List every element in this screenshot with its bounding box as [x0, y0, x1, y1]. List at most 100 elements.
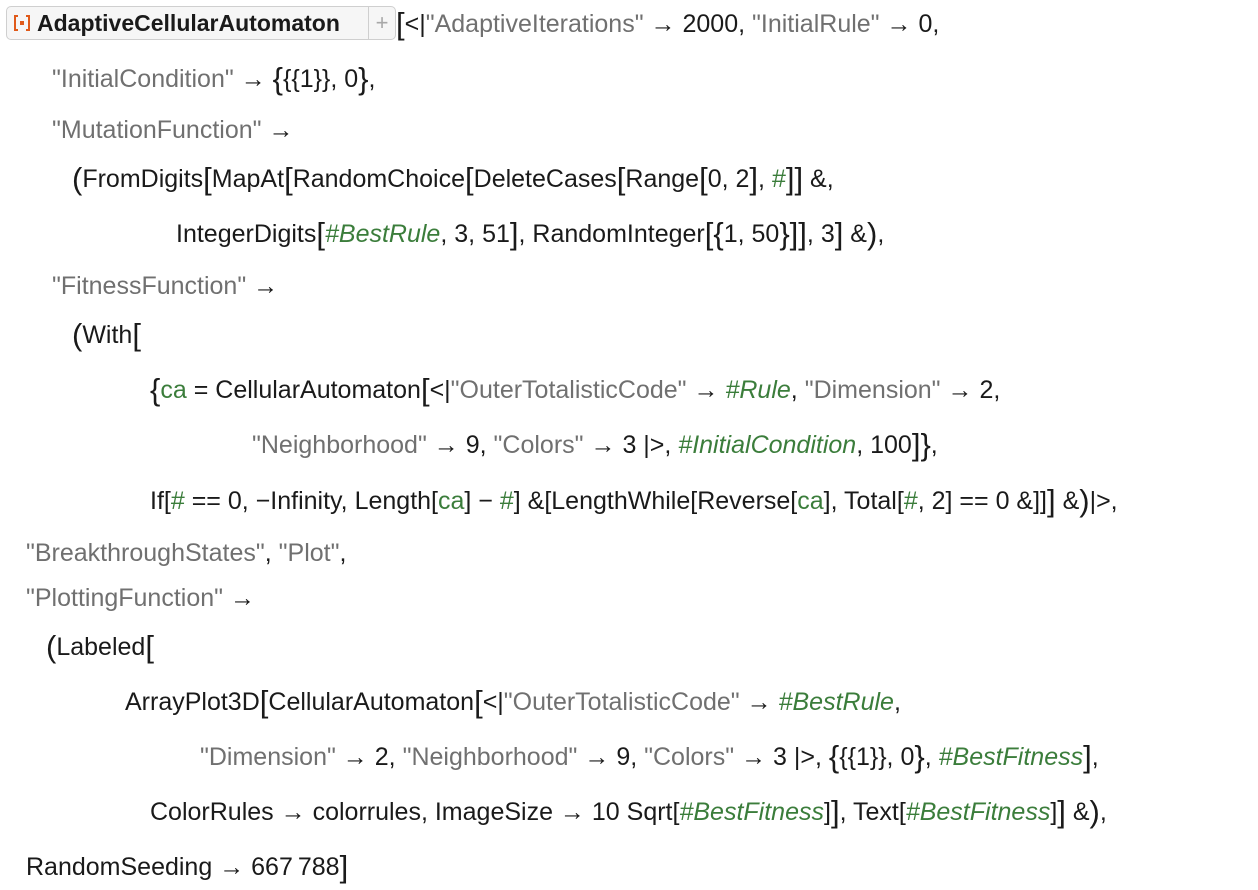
- code-line: "FitnessFunction" →: [52, 272, 279, 300]
- code-token: Length: [354, 487, 432, 515]
- code-token: MapAt: [211, 165, 285, 193]
- code-token: ca: [438, 487, 465, 515]
- code-token: Sqrt: [626, 798, 673, 826]
- code-token: #: [771, 165, 786, 193]
- code-token: "Plot": [278, 539, 340, 567]
- code-token: 2: [979, 376, 994, 404]
- code-line: (Labeled[: [46, 629, 154, 664]
- code-line: [<|"AdaptiveIterations" → 2000, "Initial…: [396, 6, 940, 41]
- code-line: "PlottingFunction" →: [26, 584, 255, 612]
- code-token: 2: [735, 165, 750, 193]
- code-token: −Infinity: [255, 487, 341, 515]
- code-token: "MutationFunction": [52, 116, 262, 144]
- code-token: RandomSeeding: [26, 853, 213, 881]
- resource-function-icon: [13, 14, 31, 32]
- code-token: "BreakthroughStates": [26, 539, 265, 567]
- code-token: CellularAutomaton: [268, 688, 475, 716]
- code-token: #Rule: [725, 376, 791, 404]
- code-token: IntegerDigits: [176, 220, 317, 248]
- code-line: If[# == 0, −Infinity, Length[ca] − #] &[…: [150, 483, 1118, 518]
- code-token: "Colors": [493, 431, 584, 459]
- code-token: ca: [797, 487, 824, 515]
- code-token: FromDigits: [82, 165, 204, 193]
- code-token: "Neighborhood": [402, 743, 578, 771]
- code-token: 2: [931, 487, 946, 515]
- code-line: RandomSeeding → 667 788]: [26, 849, 349, 884]
- code-token: 51: [482, 220, 510, 248]
- code-line: "BreakthroughStates", "Plot",: [26, 539, 347, 567]
- code-token: 100: [870, 431, 912, 459]
- code-token: #BestFitness: [905, 798, 1051, 826]
- code-line: {ca = CellularAutomaton[<|"OuterTotalist…: [150, 372, 1001, 407]
- code-token: RandomChoice: [292, 165, 466, 193]
- code-token: 2000: [682, 10, 739, 38]
- code-token: RandomInteger: [532, 220, 705, 248]
- code-token: "InitialCondition": [52, 65, 234, 93]
- code-token: ca: [160, 376, 187, 404]
- code-token: 10: [591, 798, 620, 826]
- code-token: "FitnessFunction": [52, 272, 247, 300]
- resource-function-chip[interactable]: AdaptiveCellularAutomaton +: [6, 6, 396, 40]
- code-token: 0: [918, 10, 933, 38]
- code-token: 0: [995, 487, 1010, 515]
- code-token: #BestRule: [324, 220, 441, 248]
- code-token: 0: [900, 743, 915, 771]
- code-token: "OuterTotalisticCode": [450, 376, 687, 404]
- code-line: IntegerDigits[#BestRule, 3, 51], RandomI…: [176, 216, 885, 251]
- code-line: ColorRules → colorrules, ImageSize → 10 …: [150, 794, 1107, 829]
- resource-function-name: AdaptiveCellularAutomaton: [37, 9, 340, 36]
- code-token: Range: [625, 165, 700, 193]
- code-token: ImageSize: [434, 798, 553, 826]
- code-line: "InitialCondition" → {{{1}}, 0},: [52, 61, 376, 96]
- code-token: 50: [751, 220, 780, 248]
- code-token: 3: [820, 220, 835, 248]
- code-token: LengthWhile: [551, 487, 691, 515]
- code-token: Labeled: [56, 633, 146, 661]
- code-token: #BestFitness: [938, 743, 1084, 771]
- code-token: With: [82, 321, 133, 349]
- code-token: "OuterTotalisticCode": [503, 688, 740, 716]
- code-token: 9: [616, 743, 631, 771]
- code-line: "Dimension" → 2, "Neighborhood" → 9, "Co…: [200, 739, 1099, 774]
- code-token: 1: [723, 220, 738, 248]
- code-token: 0: [227, 487, 242, 515]
- code-line: (FromDigits[MapAt[RandomChoice[DeleteCas…: [72, 161, 834, 196]
- code-token: CellularAutomaton: [215, 376, 421, 404]
- code-token: 0: [344, 65, 359, 93]
- code-token: 2: [374, 743, 389, 771]
- code-token: "AdaptiveIterations": [425, 10, 644, 38]
- code-token: Total: [844, 487, 897, 515]
- code-token: ColorRules: [150, 798, 274, 826]
- code-token: If: [150, 487, 164, 515]
- code-token: 0: [707, 165, 722, 193]
- code-token: #BestFitness: [679, 798, 824, 826]
- code-line: (With[: [72, 317, 141, 352]
- expand-plus-icon[interactable]: +: [368, 7, 395, 39]
- code-line: "MutationFunction" →: [52, 116, 294, 144]
- code-token: #: [499, 487, 514, 515]
- code-token: "InitialRule": [752, 10, 880, 38]
- code-token: 667 788: [251, 853, 340, 881]
- code-token: Reverse: [697, 487, 791, 515]
- code-token: "Colors": [644, 743, 735, 771]
- code-token: 3: [622, 431, 637, 459]
- code-token: ArrayPlot3D: [125, 688, 260, 716]
- code-token: "Dimension": [804, 376, 941, 404]
- code-token: colorrules: [312, 798, 421, 826]
- code-line: "Neighborhood" → 9, "Colors" → 3 |>, #In…: [252, 427, 938, 462]
- code-token: "Neighborhood": [252, 431, 427, 459]
- code-token: 3: [773, 743, 787, 771]
- code-token: DeleteCases: [473, 165, 617, 193]
- code-token: 1: [299, 65, 314, 93]
- code-line: ArrayPlot3D[CellularAutomaton[<|"OuterTo…: [125, 684, 901, 719]
- code-token: #InitialCondition: [678, 431, 857, 459]
- code-token: Text: [853, 798, 899, 826]
- code-token: #BestRule: [778, 688, 894, 716]
- code-token: #: [170, 487, 185, 515]
- code-token: 9: [465, 431, 480, 459]
- code-token: 3: [454, 220, 469, 248]
- code-token: "Dimension": [200, 743, 336, 771]
- code-token: #: [903, 487, 918, 515]
- code-token: 1: [855, 743, 870, 771]
